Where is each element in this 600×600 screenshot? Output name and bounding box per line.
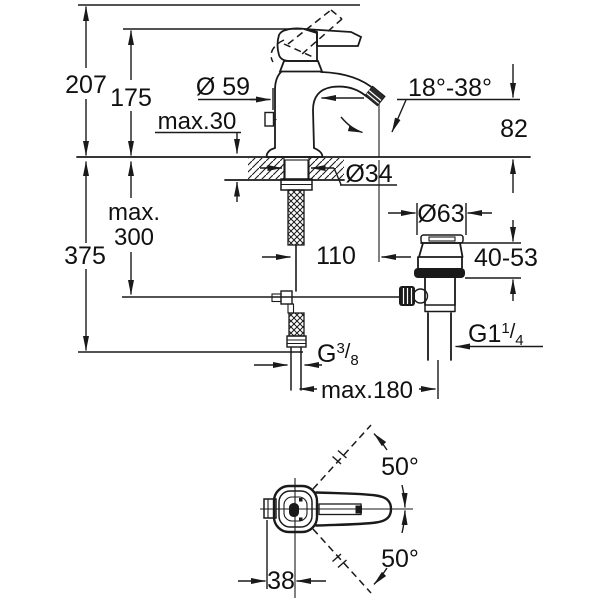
waste-plug-cap <box>420 234 464 244</box>
waste-collar <box>424 304 456 313</box>
dim-spout-angle-label: 18°-38° <box>408 74 492 102</box>
break-marks-lower <box>332 553 347 569</box>
dimension-lever-swing-upper: 50° <box>373 433 419 508</box>
supply-hose-nut <box>286 335 307 348</box>
dimension-max-waste-distance: max.180 <box>299 360 439 404</box>
aerator <box>364 85 386 107</box>
dimension-spout-reach: 110 <box>262 242 411 270</box>
side-tab <box>263 498 277 519</box>
dimension-body-diameter: Ø 59 <box>196 73 364 110</box>
dim-waste-height-range-label: 40-53 <box>474 244 538 272</box>
supply-thread-g38 <box>288 312 305 337</box>
rod-coupling <box>271 290 295 314</box>
dimension-waste-cap-diameter: Ø63 <box>388 200 492 235</box>
spout-inner-curve <box>312 85 368 149</box>
body-left-edge <box>265 71 282 158</box>
waste-tailpipe <box>427 312 452 361</box>
dim-max-deck-thickness-label: max.30 <box>158 108 237 135</box>
lever-handle-top <box>314 491 393 527</box>
dim-lever-axis-offset-label: 38 <box>267 567 295 595</box>
top-plan-view: 50° 50° 38 <box>238 424 419 598</box>
spout-swivel-arc-arrow <box>340 116 363 134</box>
waste-rod-clamp-screw <box>399 286 429 306</box>
threaded-shank-upper <box>284 159 309 180</box>
dim-max-depth-value: 300 <box>114 224 154 251</box>
dimension-spout-angle-range: 18°-38° <box>340 74 520 262</box>
dim-hole-diameter-label: Ø34 <box>345 160 392 188</box>
dimension-spout-height: 82 <box>500 64 528 193</box>
dim-supply-thread-label: G3/8 <box>317 340 359 369</box>
lever-swing-positions <box>312 424 372 594</box>
dimension-height-total: 207 <box>65 6 107 156</box>
waste-upper-body <box>417 256 463 269</box>
cartridge-cap <box>278 60 324 73</box>
dimension-max-deck-thickness: max.30 <box>155 108 241 202</box>
dimension-waste-thread: G11/4 <box>455 320 543 350</box>
dimension-height-to-lever: 175 <box>110 30 152 156</box>
body-base-right <box>313 147 324 158</box>
faucet-body <box>264 9 386 158</box>
dim-height-total-label: 207 <box>65 71 107 99</box>
dim-total-depth-label: 375 <box>64 242 106 270</box>
dim-spout-reach-label: 110 <box>316 242 356 270</box>
waste-lower-body <box>424 277 456 306</box>
dimension-max-depth: max. 300 <box>108 161 160 295</box>
dim-lever-swing-lower-label: 50° <box>381 545 419 573</box>
dim-height-to-lever-label: 175 <box>110 84 152 112</box>
lever-raised-inner-dash <box>283 43 314 58</box>
lever-position-lower-dashed <box>312 528 372 594</box>
break-marks-upper <box>332 449 347 465</box>
lever-raised-position-outline <box>270 9 343 63</box>
dimension-hole-diameter: Ø34 <box>260 160 397 188</box>
mounting-shank-and-supply <box>122 159 399 391</box>
pop-up-rod-knob <box>264 111 277 127</box>
waste-dome <box>418 242 464 258</box>
lever-handle <box>303 28 363 47</box>
dim-waste-cap-diameter-label: Ø63 <box>417 200 464 228</box>
dim-body-diameter-label: Ø 59 <box>196 73 250 101</box>
pop-up-waste <box>399 234 465 361</box>
dimension-lever-swing-lower: 50° <box>373 510 419 585</box>
dim-max-waste-distance-label: max.180 <box>321 377 413 404</box>
dimension-supply-thread: G3/8 <box>254 340 359 369</box>
supply-hose <box>290 346 302 391</box>
dim-spout-height-label: 82 <box>500 115 528 143</box>
front-elevation-view: 207 175 Ø 59 max.30 18°-38° <box>64 4 543 404</box>
dimension-lever-axis-offset: 38 <box>238 520 326 595</box>
dim-waste-thread-label: G11/4 <box>468 320 524 349</box>
lever-socket <box>289 503 299 517</box>
waste-flange <box>414 268 465 278</box>
dimension-total-depth: 375 <box>64 161 303 353</box>
dim-max-depth-word: max. <box>108 199 160 226</box>
dim-lever-swing-upper-label: 50° <box>381 453 419 481</box>
lever-position-upper-dashed <box>312 424 372 490</box>
threaded-shank-lower <box>287 189 305 246</box>
faucet-body-top <box>272 484 319 534</box>
dimension-waste-height-range: 40-53 <box>461 220 538 301</box>
